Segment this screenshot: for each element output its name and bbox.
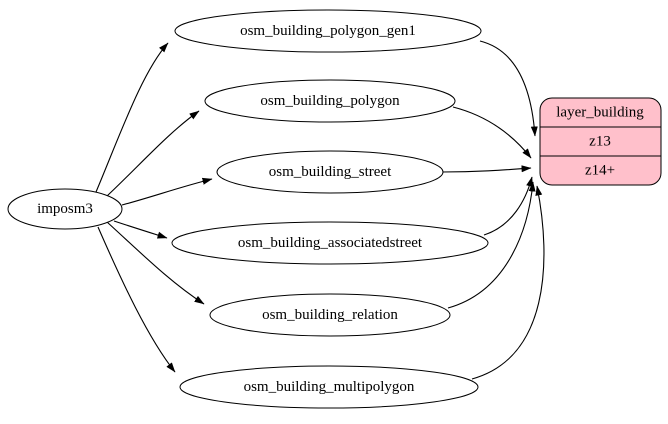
node-osm-building-street: osm_building_street — [216, 150, 444, 194]
edge-multipolygon-to-layer — [471, 185, 545, 380]
node-osm-building-relation: osm_building_relation — [209, 293, 451, 337]
relation-ellipse — [209, 293, 451, 337]
node-osm-building-multipolygon: osm_building_multipolygon — [179, 365, 479, 409]
imposm3-label: imposm3 — [37, 201, 93, 217]
edges-tables-to-layer — [441, 40, 545, 380]
polygon-gen1-ellipse — [174, 9, 482, 53]
node-layer-building: layer_building z13 z14+ — [539, 97, 662, 186]
edges-source-to-tables — [95, 42, 213, 373]
edge-imposm3-to-street — [121, 177, 213, 206]
edge-polygon-to-layer — [452, 106, 532, 159]
edge-associatedstreet-to-layer — [483, 176, 533, 236]
layer-row-z14plus: z14+ — [585, 163, 615, 179]
edge-imposm3-to-multipolygon — [97, 226, 176, 373]
imposm3-ellipse — [7, 188, 123, 230]
node-osm-building-polygon: osm_building_polygon — [204, 79, 456, 123]
edge-imposm3-to-relation — [106, 221, 205, 305]
polygon-gen1-label: osm_building_polygon_gen1 — [240, 23, 416, 39]
node-osm-building-polygon-gen1: osm_building_polygon_gen1 — [174, 9, 482, 53]
associatedstreet-ellipse — [171, 221, 489, 265]
layer-building-box — [539, 97, 662, 186]
edge-imposm3-to-polygon — [106, 110, 200, 197]
street-label: osm_building_street — [269, 164, 392, 180]
edge-imposm3-to-associatedstreet — [113, 220, 168, 239]
layer-row-z13: z13 — [589, 134, 611, 150]
relation-label: osm_building_relation — [262, 307, 398, 323]
edge-relation-to-layer — [447, 181, 536, 309]
edge-imposm3-to-polygon-gen1 — [95, 42, 169, 193]
node-osm-building-associatedstreet: osm_building_associatedstreet — [171, 221, 489, 265]
multipolygon-ellipse — [179, 365, 479, 409]
layer-building-title: layer_building — [556, 105, 644, 121]
polygon-ellipse — [204, 79, 456, 123]
street-ellipse — [216, 150, 444, 194]
multipolygon-label: osm_building_multipolygon — [244, 379, 415, 395]
edge-polygon-gen1-to-layer — [479, 40, 538, 137]
associatedstreet-label: osm_building_associatedstreet — [238, 235, 423, 251]
node-imposm3: imposm3 — [7, 188, 123, 230]
polygon-label: osm_building_polygon — [260, 93, 400, 109]
edge-street-to-layer — [441, 165, 532, 173]
